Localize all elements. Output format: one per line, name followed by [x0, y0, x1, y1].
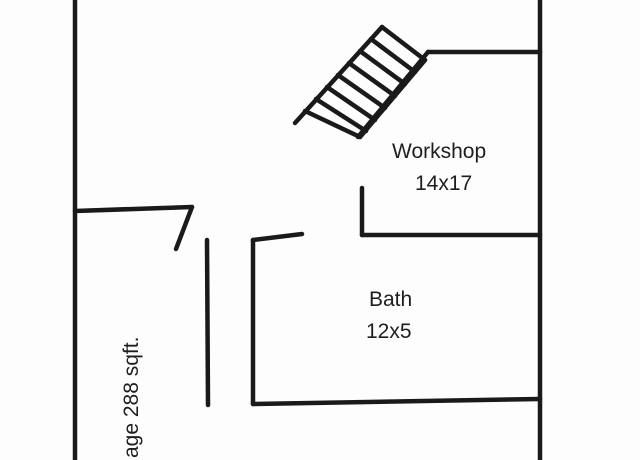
workshop-label: Workshop: [392, 140, 487, 163]
bath-dimensions: 12x5: [366, 320, 412, 343]
bath-bottom-wall: [250, 396, 543, 407]
garage-inner-wall: [204, 237, 211, 408]
garage-area-label: age 288 sqft.: [120, 336, 143, 458]
bath-top-wall: [250, 231, 305, 243]
garage-door-swing: [173, 204, 195, 252]
stairs-icon: [292, 24, 428, 140]
workshop-dimensions: 14x17: [415, 172, 473, 195]
bath-label: Bath: [369, 288, 413, 311]
garage-top-wall: [72, 204, 195, 214]
